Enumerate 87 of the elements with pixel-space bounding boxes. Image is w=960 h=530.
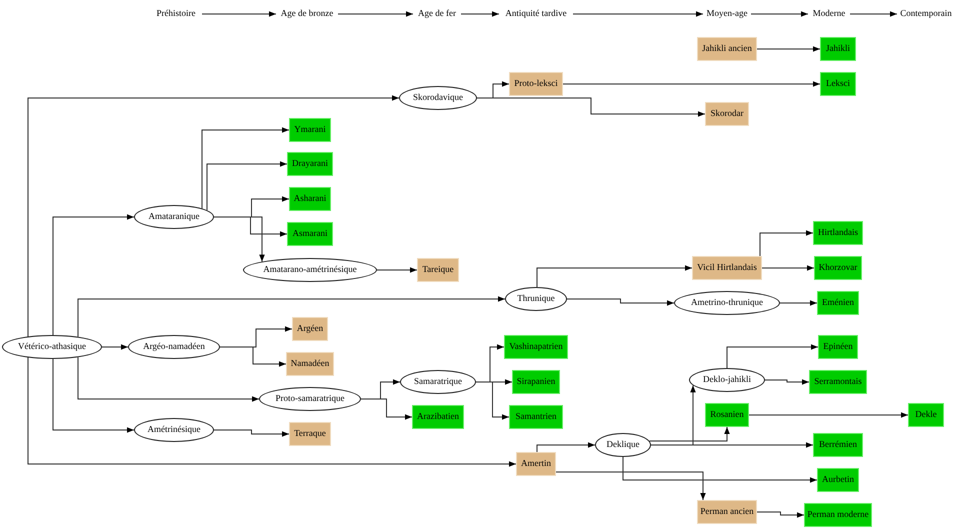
group-ellipse: Amétrinésique bbox=[134, 418, 214, 442]
modern-language-box: Drayarani bbox=[287, 152, 333, 176]
group-ellipse: Thrunique bbox=[505, 287, 567, 311]
ancestor-language-box: Namadéen bbox=[286, 352, 334, 376]
arrow bbox=[102, 344, 128, 350]
group-ellipse: Proto-samaratrique bbox=[259, 387, 361, 411]
arrow bbox=[780, 300, 818, 306]
modern-language-box: Berrémien bbox=[813, 433, 863, 457]
period-label: Préhistoire bbox=[150, 7, 202, 21]
arrow bbox=[214, 216, 265, 262]
modern-language-box: Perman moderne bbox=[804, 503, 872, 527]
group-ellipse: Skorodavique bbox=[399, 86, 477, 110]
ancestor-language-box: Perman ancien bbox=[697, 500, 757, 524]
arrow bbox=[338, 11, 414, 17]
modern-language-box: Samantrien bbox=[509, 405, 563, 429]
modern-language-box: Eménien bbox=[817, 291, 859, 315]
arrow bbox=[648, 426, 730, 442]
arrow bbox=[762, 265, 814, 271]
arrow bbox=[536, 442, 596, 452]
arrow bbox=[566, 298, 674, 306]
modern-language-box: Arazibatien bbox=[412, 405, 464, 429]
arrow bbox=[460, 11, 500, 17]
arrow bbox=[750, 11, 808, 17]
arrow bbox=[562, 81, 820, 87]
arrow bbox=[850, 11, 898, 17]
period-label: Age de bronze bbox=[276, 7, 338, 21]
arrow bbox=[376, 267, 418, 273]
modern-language-box: Epinéen bbox=[818, 335, 858, 359]
period-label: Moderne bbox=[808, 7, 850, 21]
group-ellipse: Ametrino-thrunique bbox=[674, 291, 780, 315]
modern-language-box: Ymarani bbox=[289, 118, 331, 142]
ancestor-language-box: Argéen bbox=[292, 317, 328, 341]
group-ellipse: Vétérico-athasique bbox=[2, 335, 102, 359]
arrow bbox=[650, 442, 814, 448]
ancestor-language-box: Proto-leksci bbox=[509, 72, 563, 96]
modern-language-box: Jahikli bbox=[820, 37, 856, 61]
arrow bbox=[756, 46, 820, 52]
modern-language-box: Aurbetin bbox=[817, 468, 859, 492]
arrow bbox=[206, 161, 288, 211]
modern-language-box: Khorzovar bbox=[814, 256, 862, 280]
group-ellipse: Samaratrique bbox=[400, 370, 476, 394]
arrow bbox=[756, 512, 804, 518]
arrow bbox=[572, 11, 704, 17]
arrow bbox=[52, 214, 134, 336]
arrow bbox=[28, 95, 400, 337]
arrow bbox=[360, 398, 412, 420]
modern-language-box: Asmarani bbox=[287, 222, 333, 246]
modern-language-box: Hirtlandais bbox=[813, 221, 863, 245]
arrow bbox=[202, 127, 290, 209]
group-ellipse: Amataranique bbox=[134, 205, 214, 229]
modern-language-box: Rosanien bbox=[705, 403, 749, 427]
ancestor-language-box: Amertin bbox=[516, 452, 556, 476]
period-label: Age de fer bbox=[413, 7, 461, 21]
arrow bbox=[748, 412, 908, 418]
arrow bbox=[28, 357, 516, 467]
arrow bbox=[556, 472, 706, 500]
period-label: Antiquité tardive bbox=[499, 7, 573, 21]
arrow bbox=[476, 382, 510, 420]
modern-language-box: Leksci bbox=[820, 72, 856, 96]
arrow bbox=[536, 265, 692, 288]
modern-language-box: Sirapanien bbox=[512, 370, 560, 394]
period-label: Contemporain bbox=[897, 7, 955, 21]
group-ellipse: Deklique bbox=[595, 433, 651, 457]
arrow bbox=[476, 98, 706, 117]
arrow bbox=[202, 11, 276, 17]
arrow bbox=[760, 230, 814, 256]
arrow bbox=[220, 346, 286, 367]
arrow bbox=[78, 356, 260, 402]
ancestor-language-box: Skorodar bbox=[705, 102, 749, 126]
arrow bbox=[52, 358, 134, 433]
group-ellipse: Argéo-namadéen bbox=[128, 335, 220, 359]
arrow bbox=[726, 344, 818, 368]
arrow bbox=[622, 456, 818, 483]
modern-language-box: Vashinapatrien bbox=[504, 335, 568, 359]
arrow bbox=[214, 430, 290, 437]
ancestor-language-box: Terraque bbox=[289, 422, 331, 446]
modern-language-box: Serramontais bbox=[809, 370, 867, 394]
group-ellipse: Amatarano-amétrinésique bbox=[243, 258, 377, 282]
modern-language-box: Asharani bbox=[289, 187, 331, 211]
ancestor-language-box: Vicil Hirtlandais bbox=[692, 256, 762, 280]
ancestor-language-box: Jahikli ancien bbox=[697, 37, 757, 61]
arrow bbox=[78, 296, 506, 338]
period-label: Moyen-age bbox=[703, 7, 751, 21]
group-ellipse: Deklo-jahikli bbox=[689, 368, 765, 392]
ancestor-language-box: Tareique bbox=[417, 258, 459, 282]
modern-language-box: Dekle bbox=[908, 403, 944, 427]
arrow bbox=[764, 379, 810, 385]
